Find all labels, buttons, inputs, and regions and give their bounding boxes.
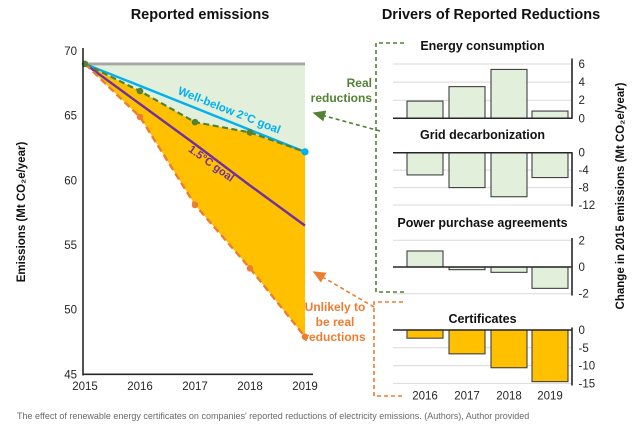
ppa-y-tick-label: -2 <box>579 289 589 301</box>
energy-bar-2019 <box>531 110 569 119</box>
goal-2c-endpoint <box>301 148 309 156</box>
main-y-tick-label: 65 <box>64 111 77 123</box>
energy-y-tick-label: 0 <box>579 113 585 125</box>
left-chart-title: Reported emissions <box>130 7 270 23</box>
grid-y-tick-label: -12 <box>579 200 596 212</box>
certificates-y-tick-label: -10 <box>579 361 596 373</box>
ppa-chart-title: Power purchase agreements <box>397 216 568 230</box>
certificates-y-tick-label: -5 <box>579 343 589 355</box>
grid-y-tick-label: -8 <box>579 183 589 195</box>
certificates-x-tick-label: 2018 <box>496 391 522 403</box>
main-y-tick-label: 70 <box>64 46 77 58</box>
unlikely-reductions-arrow <box>312 271 375 308</box>
left-y-axis-label: Emissions (Mt CO₂e/year) <box>16 141 28 283</box>
certificates-chart-title: Certificates <box>448 312 517 326</box>
certificates-bar-2017 <box>448 329 486 355</box>
main-y-tick-label: 50 <box>64 305 77 317</box>
energy-y-tick-label: 4 <box>579 77 586 89</box>
unlikely-reductions-area <box>85 63 305 337</box>
real-reductions-arrow <box>312 110 381 132</box>
ppa-y-tick-label: 2 <box>579 235 585 247</box>
unlikely-reductions-annotation: Unlikely to be real reductions <box>304 300 366 344</box>
without-certificates-point <box>191 201 199 209</box>
main-x-tick-label: 2016 <box>127 381 153 393</box>
ppa-y-tick-label: 0 <box>579 262 585 274</box>
ppa-bar-2016 <box>406 250 444 268</box>
ppa-bar-2019 <box>531 266 569 289</box>
main-y-tick-label: 60 <box>64 175 77 187</box>
energy-bar-2017 <box>448 86 486 119</box>
main-x-tick-label: 2019 <box>292 381 318 393</box>
reported-point <box>191 118 199 126</box>
grid-bar-2018 <box>490 152 528 198</box>
energy-y-tick-label: 6 <box>579 59 585 71</box>
main-x-tick-label: 2015 <box>72 381 98 393</box>
certificates-bar-2019 <box>531 329 569 383</box>
certificates-y-tick-label: 0 <box>579 325 585 337</box>
grid-bar-2019 <box>531 152 569 179</box>
certificates-x-tick-label: 2019 <box>537 391 563 403</box>
figure-caption: The effect of renewable energy certifica… <box>17 411 530 421</box>
1-5c-goal-line <box>84 62 306 227</box>
energy-chart-title: Energy consumption <box>420 39 545 53</box>
grid-bar-2016 <box>406 152 444 176</box>
without-certificates-point <box>301 333 309 341</box>
unlikely-reductions-bracket <box>373 301 403 397</box>
ppa-bar-2018 <box>490 266 528 273</box>
certificates-y-tick-label: -15 <box>579 378 596 390</box>
without-certificates-point <box>136 113 144 121</box>
energy-bar-2018 <box>490 68 528 119</box>
reported-point <box>136 87 144 95</box>
certificates-x-tick-label: 2016 <box>412 391 438 403</box>
real-reductions-annotation: Real reductions <box>310 76 372 105</box>
real-reductions-bracket <box>375 42 404 293</box>
grid-y-tick-label: -4 <box>579 165 590 177</box>
grid-y-tick-label: 0 <box>579 148 585 160</box>
well-below-2c-goal-line <box>84 62 306 153</box>
main-y-tick-label: 55 <box>64 240 77 252</box>
certificates-x-tick-label: 2017 <box>454 391 480 403</box>
right-y-axis-label: Change in 2015 emissions (Mt CO₂e/year) <box>615 82 627 310</box>
certificates-bar-2016 <box>406 329 444 339</box>
main-x-tick-label: 2018 <box>237 381 263 393</box>
energy-y-tick-label: 2 <box>579 95 585 107</box>
grid-chart-title: Grid decarbonization <box>419 128 545 142</box>
without-certificates-point <box>246 264 254 272</box>
main-y-tick-label: 45 <box>64 369 77 381</box>
certificates-bar-2018 <box>490 329 528 369</box>
right-panel-title: Drivers of Reported Reductions <box>381 7 601 23</box>
main-x-tick-label: 2017 <box>182 381 208 393</box>
energy-bar-2016 <box>406 100 444 119</box>
reported-point <box>246 129 254 136</box>
grid-bar-2017 <box>448 152 486 189</box>
